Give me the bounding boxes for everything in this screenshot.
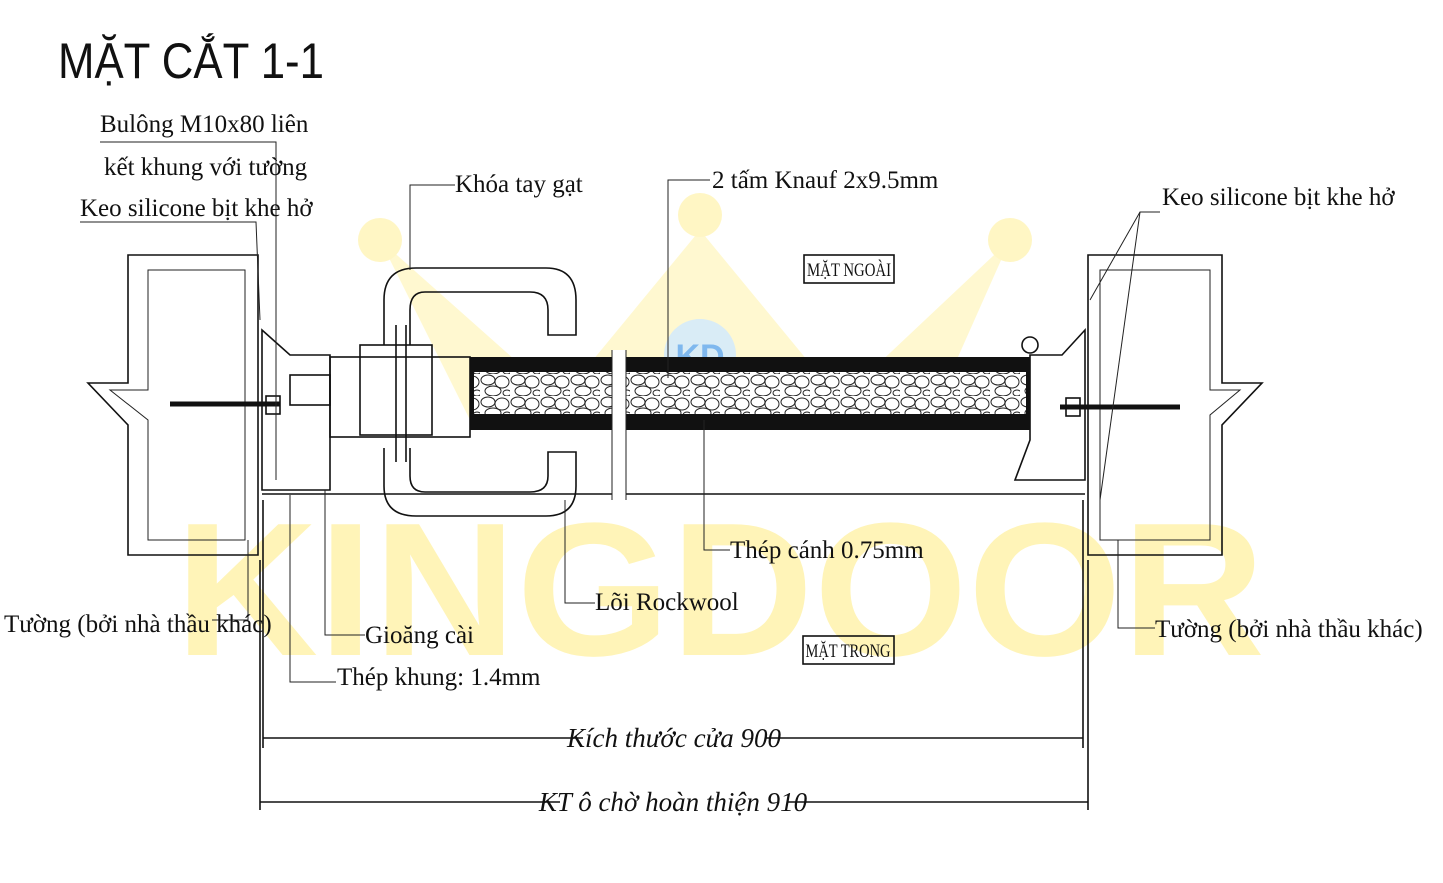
label-gasket: Gioăng cài (365, 622, 474, 649)
label-leaf-steel: Thép cánh 0.75mm (730, 537, 924, 564)
left-frame (261, 328, 331, 491)
label-knauf: 2 tấm Knauf 2x9.5mm (712, 167, 939, 194)
dimension-door-size: Kích thước cửa 900 (566, 723, 782, 753)
label-wall-left: Tường (bởi nhà thầu khác) (4, 611, 272, 638)
leader-lines (80, 141, 1160, 683)
label-silicone-left: Keo silicone bịt khe hở (80, 195, 313, 222)
label-frame-steel: Thép khung: 1.4mm (337, 664, 541, 691)
label-rockwool: Lõi Rockwool (595, 589, 739, 616)
watermark: KINGDOOR KD (175, 193, 1265, 696)
door-leaf (289, 325, 1039, 500)
right-frame (1013, 327, 1086, 481)
label-lock: Khóa tay gạt (455, 171, 583, 198)
label-silicone-right: Keo silicone bịt khe hở (1162, 184, 1395, 211)
label-bolt-2: kết khung với tường (104, 154, 308, 181)
lever-handle (383, 267, 577, 517)
label-inside: MẶT TRONG (806, 641, 891, 662)
label-outside: MẶT NGOÀI (807, 259, 891, 281)
dimension-lines (259, 500, 1089, 810)
label-bolt: Bulông M10x80 liên (100, 111, 309, 138)
page-title: MẶT CẮT 1-1 (58, 33, 324, 89)
dimension-opening-size: KT ô chờ hoàn thiện 910 (538, 787, 808, 817)
right-wall (1060, 254, 1264, 556)
label-wall-right: Tường (bởi nhà thầu khác) (1155, 616, 1423, 643)
